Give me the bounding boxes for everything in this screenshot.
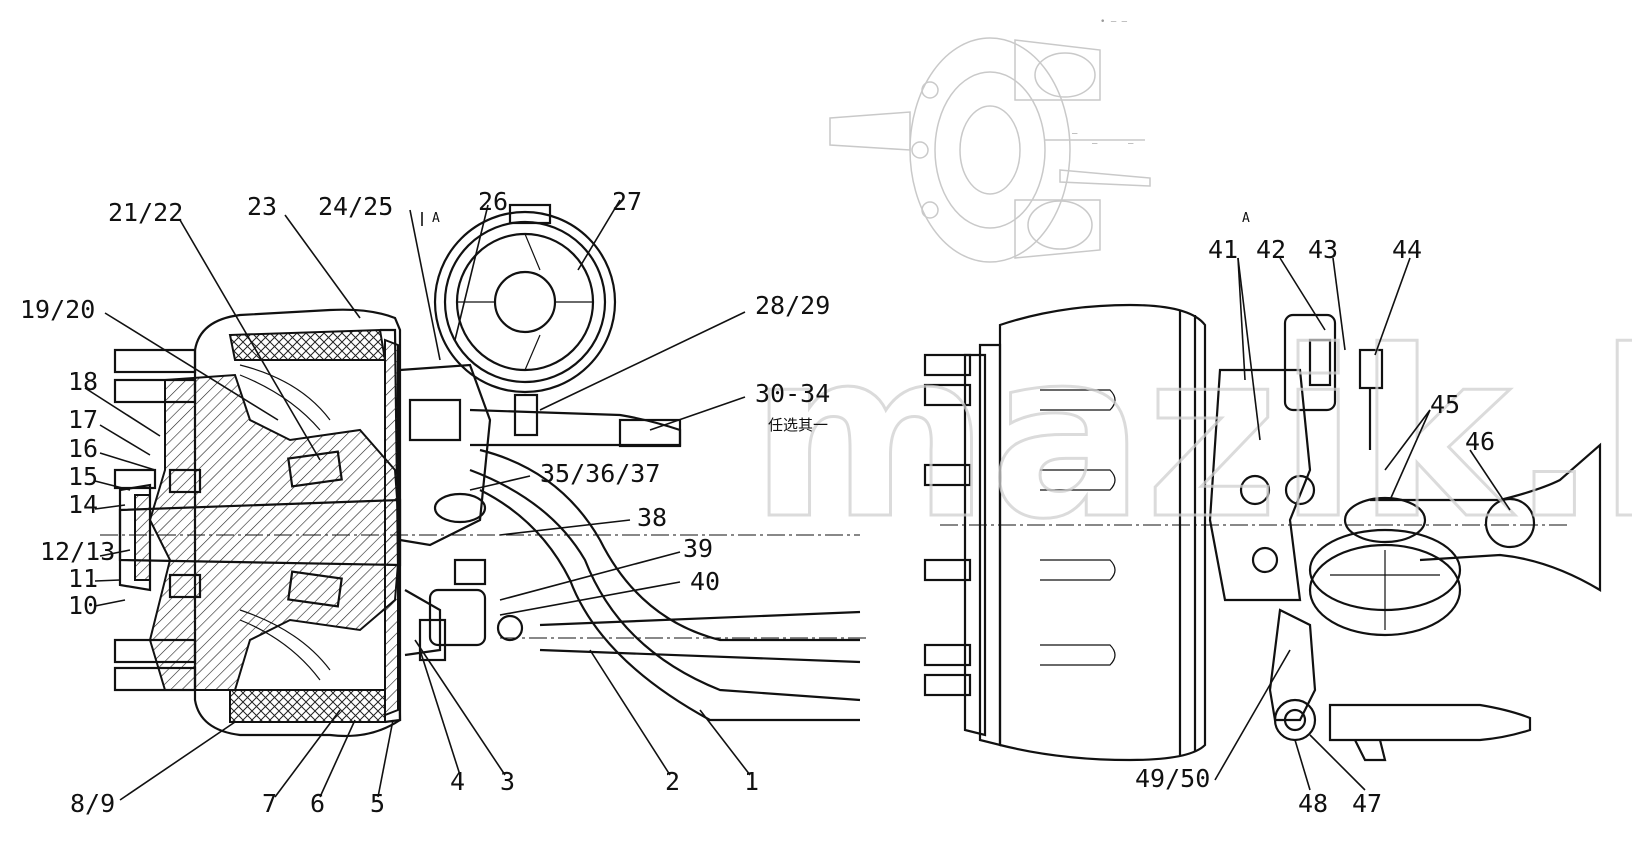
callout-40: 40: [690, 567, 720, 596]
option-note: 任选其一: [768, 416, 828, 434]
callout-44: 44: [1392, 235, 1422, 264]
callout-27: 27: [612, 187, 642, 216]
callout-38: 38: [637, 503, 667, 532]
callout-18: 18: [68, 367, 98, 396]
callout-10: 10: [68, 591, 98, 620]
left-section-view: [100, 203, 870, 738]
callout-35-36-37: 35/36/37: [540, 459, 660, 488]
callout-16: 16: [68, 434, 98, 463]
svg-text:—: —: [1092, 139, 1098, 149]
callout-43: 43: [1308, 235, 1338, 264]
right-leader-lines: [1214, 257, 1511, 791]
callout-19-20: 19/20: [20, 295, 95, 324]
callout-49-50: 49/50: [1135, 764, 1210, 793]
callout-42: 42: [1256, 235, 1286, 264]
ghost-reference-sketch: • — — — — —: [829, 17, 1151, 263]
callout-48: 48: [1298, 789, 1328, 818]
callout-45: 45: [1430, 390, 1460, 419]
callout-11: 11: [68, 564, 98, 593]
callout-2: 2: [665, 767, 680, 796]
callout-39: 39: [683, 534, 713, 563]
callout-7: 7: [262, 789, 277, 818]
callout-1: 1: [744, 767, 759, 796]
callout-6: 6: [310, 789, 325, 818]
callout-46: 46: [1465, 427, 1495, 456]
callout-26: 26: [478, 187, 508, 216]
svg-text:—: —: [1072, 129, 1078, 139]
left-leader-lines: [84, 199, 751, 801]
callout-8-9: 8/9: [70, 789, 115, 818]
callout-30-34: 30-34: [755, 379, 830, 408]
callout-23: 23: [247, 192, 277, 221]
callout-5: 5: [370, 789, 385, 818]
right-side-view: [923, 303, 1602, 762]
watermark: mazik.by: [750, 303, 1632, 570]
callout-47: 47: [1352, 789, 1382, 818]
callout-12-13: 12/13: [40, 537, 115, 566]
right-callouts: 41 42 43 44 45 46 49/50 48 47: [1135, 235, 1495, 818]
callout-41: 41: [1208, 235, 1238, 264]
left-callouts: 21/22 23 24/25 26 27 19/20 28/29 18 30-3…: [20, 187, 830, 818]
callout-4: 4: [450, 767, 465, 796]
view-marker-right: A: [1242, 211, 1250, 226]
svg-text:• — —: • — —: [1100, 17, 1128, 27]
view-marker-left: A: [432, 211, 440, 226]
svg-text:—: —: [1128, 139, 1134, 149]
callout-21-22: 21/22: [108, 198, 183, 227]
callout-24-25: 24/25: [318, 192, 393, 221]
callout-28-29: 28/29: [755, 291, 830, 320]
callout-15: 15: [68, 462, 98, 491]
callout-17: 17: [68, 405, 98, 434]
callout-3: 3: [500, 767, 515, 796]
callout-14: 14: [68, 490, 98, 519]
